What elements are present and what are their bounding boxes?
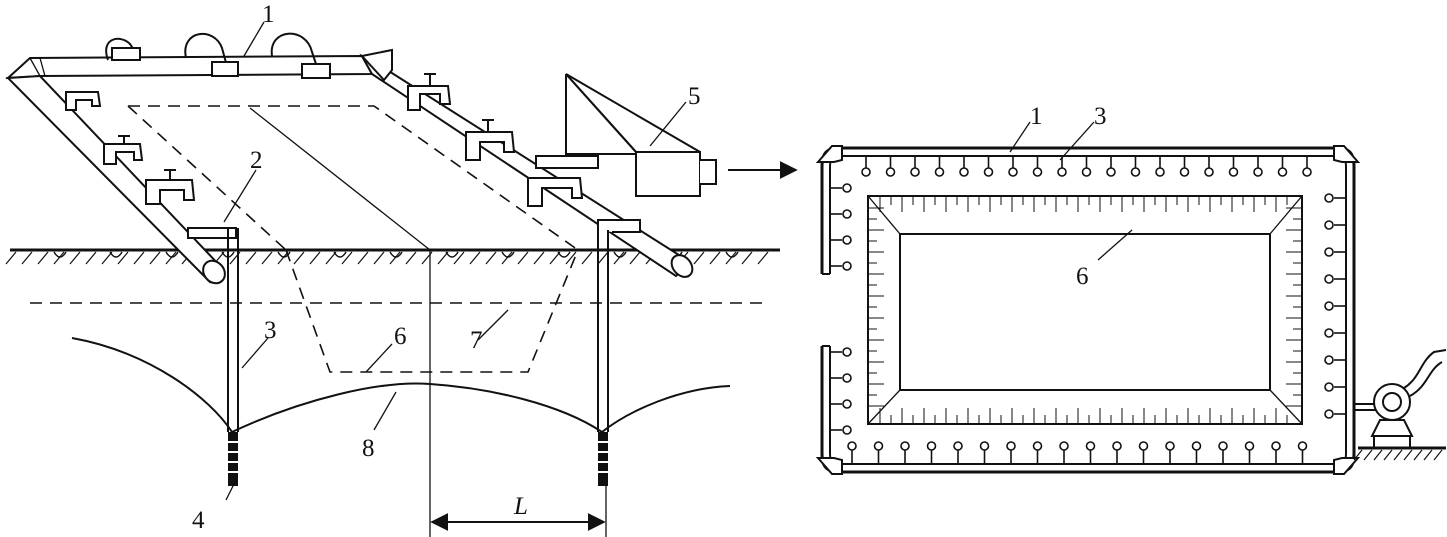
dimension-L [430, 486, 607, 537]
plan-wellpoints [830, 156, 1346, 464]
excavation-pit-section [285, 249, 579, 373]
pit-bottom-edge [899, 233, 1271, 391]
label-1-plan: 1 [1030, 103, 1043, 130]
label-2: 2 [250, 147, 263, 174]
label-5: 5 [688, 83, 701, 110]
label-8: 8 [362, 435, 375, 462]
perspective-view: 1 2 3 4 5 6 7 8 L [5, 1, 798, 537]
riser-heads-left [65, 91, 196, 205]
excavation-plan-outline [128, 105, 579, 251]
riser-heads-right [407, 73, 584, 207]
wellpoint-riser-right [597, 219, 641, 486]
label-4: 4 [192, 507, 205, 534]
label-6-plan: 6 [1076, 263, 1089, 290]
plan-header-pipe [815, 145, 1361, 475]
label-3-left: 3 [264, 317, 277, 344]
label-L: L [513, 493, 528, 520]
label-3-plan: 3 [1094, 103, 1107, 130]
riser-elbows-back [105, 32, 331, 79]
label-1-left: 1 [262, 1, 275, 28]
pump-unit [1353, 349, 1447, 461]
header-pipe-left [5, 74, 226, 285]
pump-house [535, 73, 717, 197]
drawdown-curve [71, 337, 731, 434]
label-7: 7 [470, 327, 483, 354]
plan-view: 1 3 6 [815, 103, 1447, 475]
slope-hatch-ticks [868, 196, 1302, 424]
excavation-diagonal [249, 107, 431, 251]
label-6-left: 6 [394, 323, 407, 350]
excavation-plan-left-edge [127, 105, 287, 251]
wellpoint-riser-left [187, 227, 239, 486]
pit-top-edge [867, 195, 1303, 425]
